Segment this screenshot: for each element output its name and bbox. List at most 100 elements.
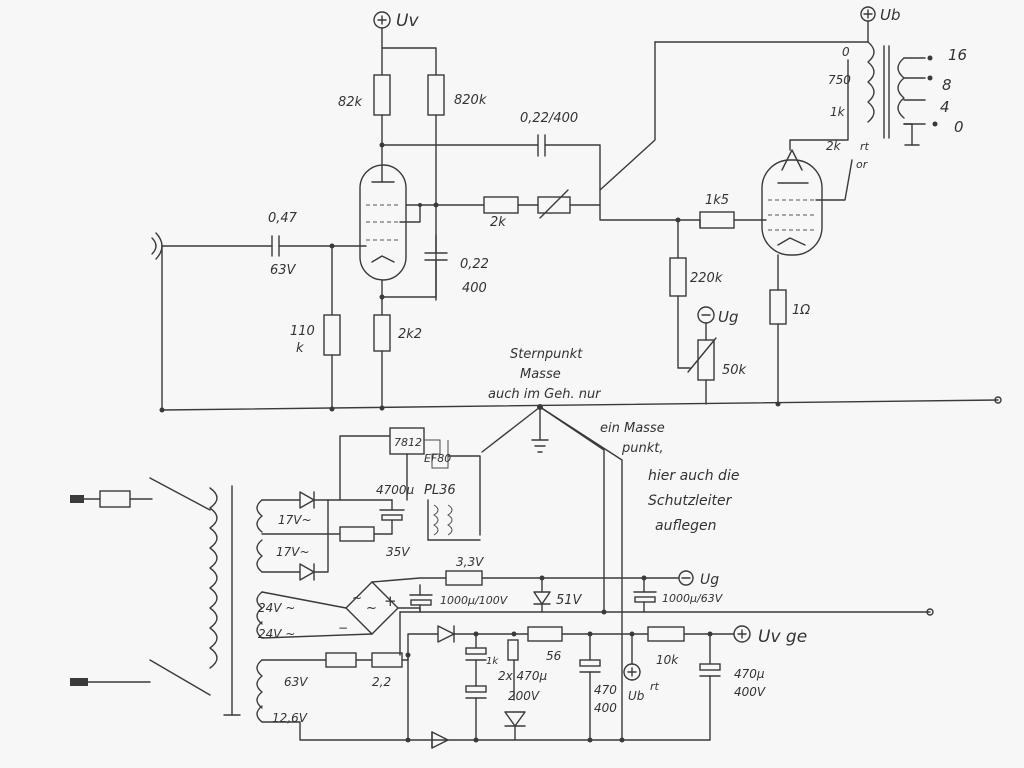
resistor-82k: 82k (338, 74, 391, 116)
ug-terminal: Ug (697, 306, 739, 341)
svg-text:Schutzleiter: Schutzleiter (648, 493, 733, 509)
svg-text:220k: 220k (690, 271, 723, 286)
svg-text:51V: 51V (556, 593, 583, 608)
ug-output-terminal: Ug (678, 570, 719, 588)
svg-text:Ub: Ub (628, 689, 645, 703)
ub-terminal: Ub (860, 6, 901, 43)
uv-label: Uv (396, 11, 419, 31)
capacitor-4700u: 4700µ 35V (376, 483, 415, 559)
svg-text:2,2: 2,2 (372, 675, 391, 689)
svg-text:24V ~: 24V ~ (258, 627, 295, 641)
svg-text:Uv ge: Uv ge (758, 627, 807, 647)
svg-text:Ub: Ub (880, 6, 901, 24)
svg-text:750: 750 (828, 73, 851, 87)
svg-text:7812: 7812 (394, 436, 422, 449)
tube-pl36 (761, 149, 823, 291)
svg-text:auch im Geh. nur: auch im Geh. nur (488, 387, 602, 402)
svg-text:63V: 63V (270, 263, 297, 278)
capacitor-022-400: 0,22/400 (520, 111, 578, 157)
regulator-7812: 7812 (389, 427, 425, 455)
svg-text:or: or (856, 158, 869, 171)
svg-text:Ug: Ug (718, 308, 739, 326)
svg-text:17V~: 17V~ (278, 513, 312, 527)
resistor-56: 56 (527, 626, 563, 663)
zener-51v: 51V (533, 577, 583, 613)
resistor-2k2: 2k2 (373, 296, 422, 352)
svg-text:400: 400 (594, 701, 617, 715)
svg-text:1k: 1k (830, 105, 846, 119)
capacitor-1000u-100v: 1000µ/100V (409, 584, 509, 613)
svg-text:2k: 2k (490, 215, 506, 230)
svg-text:82k: 82k (338, 95, 363, 110)
svg-text:~: ~ (366, 601, 377, 616)
svg-text:24V ~: 24V ~ (258, 601, 295, 615)
power-transformer: 17V~ 17V~ 24V ~ 24V ~ 63V 12,6V (209, 485, 312, 725)
svg-text:4700µ: 4700µ (376, 483, 415, 497)
svg-text:0,47: 0,47 (268, 211, 298, 226)
resistor-10k: 10k (647, 626, 685, 667)
svg-text:470µ: 470µ (734, 667, 765, 681)
svg-text:200V: 200V (508, 689, 540, 703)
svg-text:rt: rt (650, 680, 660, 693)
svg-text:~: ~ (352, 591, 362, 605)
svg-text:Sternpunkt: Sternpunkt (510, 347, 583, 362)
svg-text:470: 470 (594, 683, 617, 697)
uv-terminal: Uv (373, 11, 419, 43)
capacitor-1000u-63v: 1000µ/63V (633, 577, 724, 613)
svg-text:PL36: PL36 (424, 483, 456, 498)
capacitor-047: 0,47 63V (268, 211, 298, 278)
svg-text:ein Masse: ein Masse (600, 421, 665, 436)
svg-text:0: 0 (842, 45, 850, 59)
svg-text:Ug: Ug (700, 572, 719, 588)
input-jack (151, 232, 273, 411)
mains-plug (70, 490, 151, 686)
svg-text:rt: rt (860, 140, 870, 153)
svg-text:hier auch die: hier auch die (648, 468, 739, 484)
svg-text:1000µ/100V: 1000µ/100V (440, 594, 509, 607)
svg-text:+: + (384, 592, 397, 610)
resistor-110k: 110 k (290, 314, 341, 356)
svg-text:50k: 50k (722, 363, 747, 378)
output-transformer: 0 750 1k 2k rt or 16 8 4 0 (826, 41, 967, 171)
svg-text:3,3V: 3,3V (456, 555, 484, 569)
resistor-1k-small: 1k (486, 639, 519, 701)
capacitor-470u-400v: 470µ 400V (699, 633, 766, 741)
tube-ef80 (359, 144, 407, 301)
svg-text:4: 4 (940, 98, 950, 116)
svg-text:1k: 1k (486, 656, 499, 667)
resistor-3-3: 3,3V (445, 555, 484, 586)
ground-bus (161, 399, 999, 411)
svg-text:2k2: 2k2 (398, 327, 422, 342)
svg-text:10k: 10k (656, 653, 679, 667)
resistor-2k: 2k (483, 196, 519, 230)
resistor-1k5: 1k5 (699, 193, 735, 229)
svg-text:1k5: 1k5 (705, 193, 729, 208)
svg-text:2x 470µ: 2x 470µ (498, 669, 547, 683)
svg-text:63V: 63V (284, 675, 308, 689)
heater-pl36: PL36 (424, 483, 481, 541)
svg-text:56: 56 (546, 649, 562, 663)
svg-text:8: 8 (942, 76, 952, 94)
svg-text:35V: 35V (386, 545, 410, 559)
svg-text:1Ω: 1Ω (792, 303, 810, 318)
resistor-220k: 220k (669, 257, 723, 297)
svg-text:punkt,: punkt, (621, 441, 664, 456)
svg-text:0,22/400: 0,22/400 (520, 111, 578, 126)
svg-text:Masse: Masse (520, 367, 561, 382)
resistor-1ohm: 1Ω (769, 289, 810, 325)
capacitor-470-400: 470 400 (579, 633, 617, 741)
svg-text:−: − (338, 621, 348, 635)
bridge-rectifier: ~ + ~ − (338, 581, 399, 635)
svg-text:820k: 820k (454, 93, 487, 108)
svg-text:2k: 2k (826, 139, 842, 153)
svg-text:0: 0 (954, 118, 964, 136)
ground-point-note: ein Masse punkt, hier auch die Schutzlei… (600, 421, 739, 534)
uv-ge-terminal: Uv ge (733, 625, 807, 647)
svg-text:400V: 400V (734, 685, 766, 699)
svg-text:17V~: 17V~ (276, 545, 310, 559)
star-point-note: Sternpunkt Masse auch im Geh. nur (488, 347, 602, 402)
potentiometer-50k: 50k (687, 337, 747, 381)
svg-text:EF80: EF80 (424, 452, 451, 465)
svg-text:auflegen: auflegen (655, 518, 716, 534)
